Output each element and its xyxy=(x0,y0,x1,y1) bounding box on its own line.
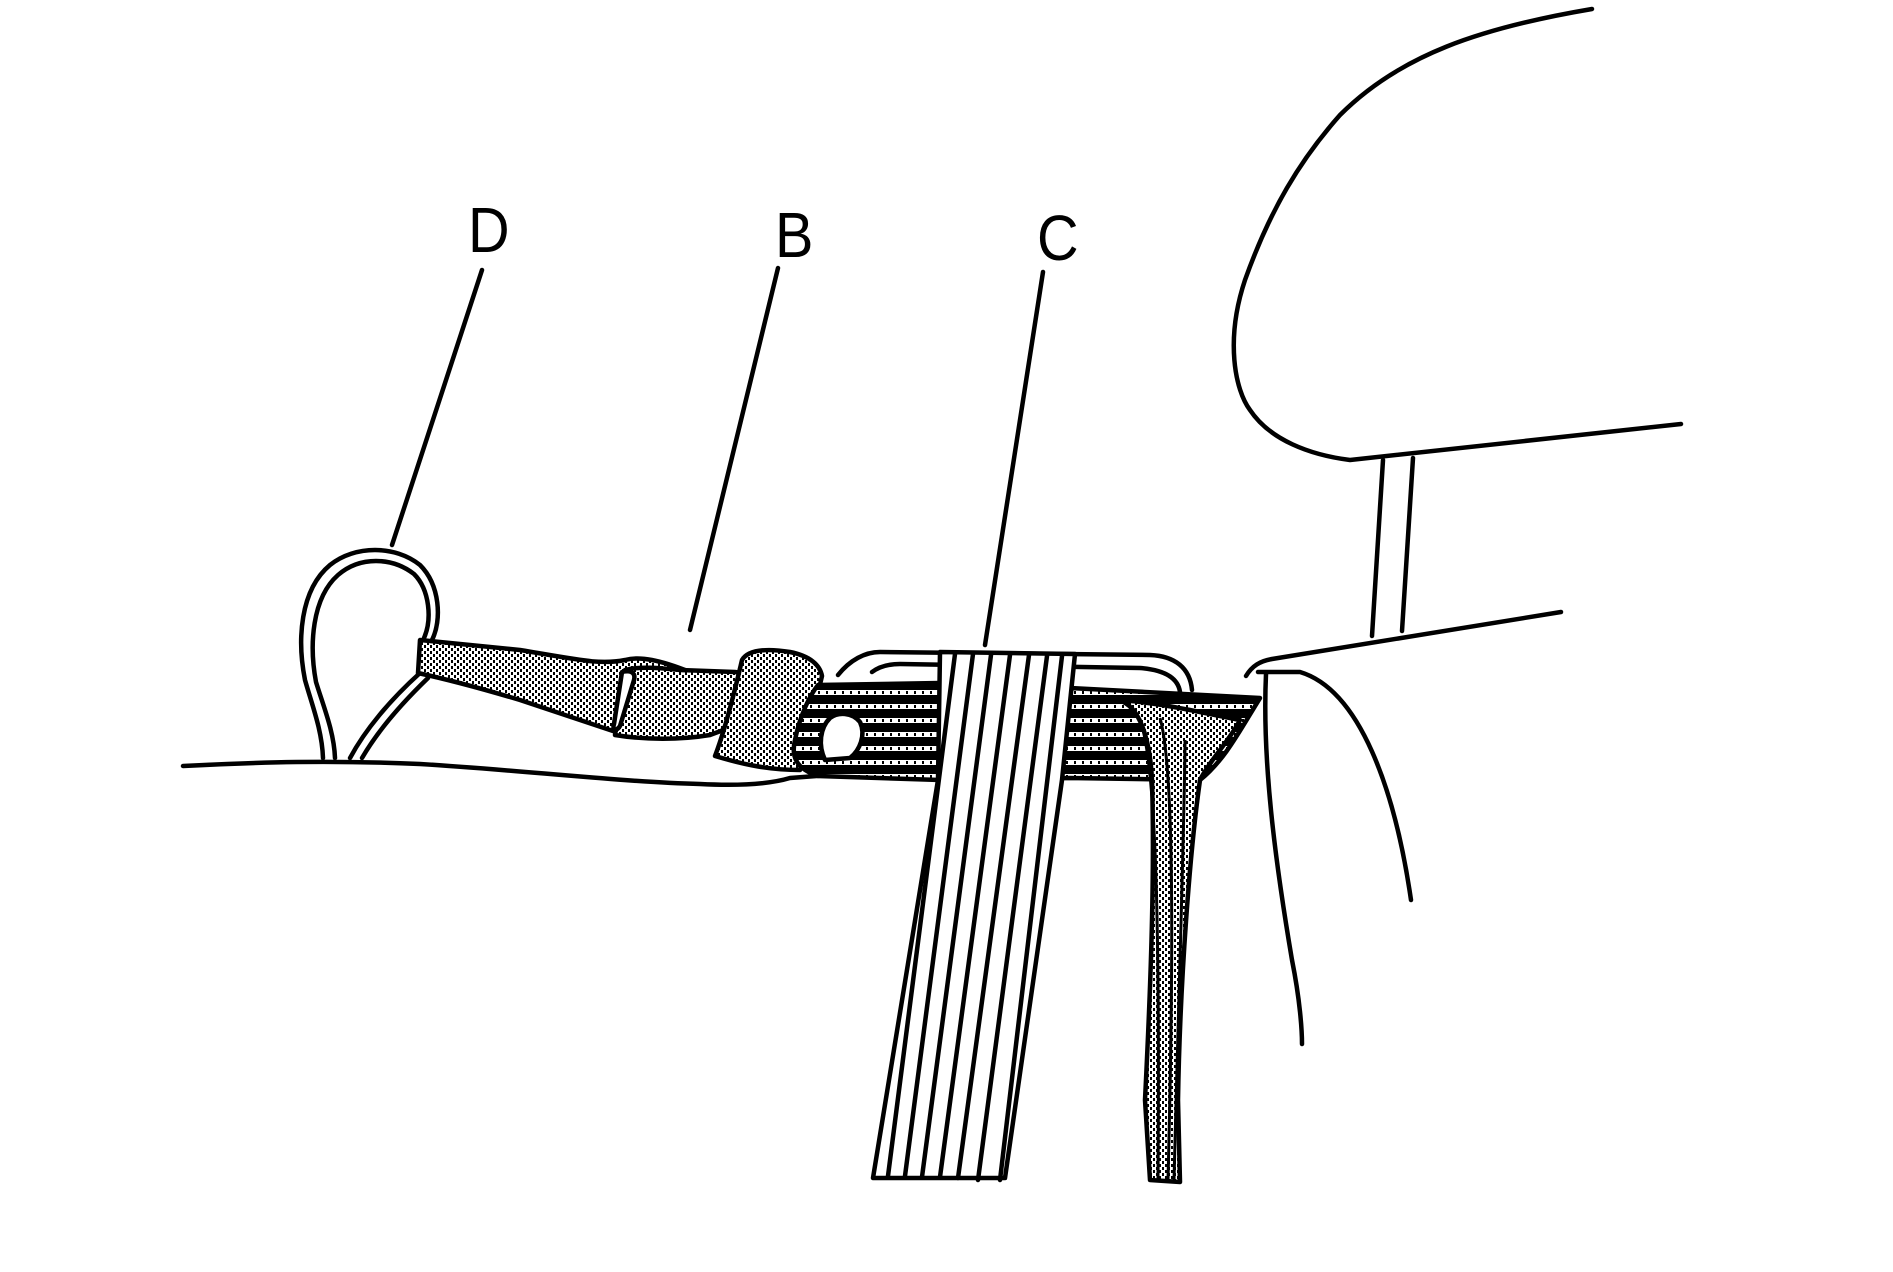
webbing-tab xyxy=(818,711,865,763)
headrest-post-right xyxy=(1399,455,1416,634)
seat-cushion-edge xyxy=(180,759,833,787)
headrest-post-left xyxy=(1369,457,1386,639)
callout-label-d: D xyxy=(468,194,510,266)
leader-line-c xyxy=(982,269,1046,648)
tether-loop xyxy=(299,547,441,761)
callout-label-c: C xyxy=(1037,202,1079,274)
dangling-strap xyxy=(1115,697,1243,1185)
leader-line-d xyxy=(389,267,485,548)
seat-back xyxy=(1243,609,1564,1047)
callout-label-b: B xyxy=(775,199,814,271)
headrest xyxy=(1231,6,1684,639)
belt-webbing xyxy=(870,649,1078,1183)
anchor-bar xyxy=(835,649,1195,693)
strap-adjuster xyxy=(611,647,825,773)
leader-line-b xyxy=(687,265,781,633)
